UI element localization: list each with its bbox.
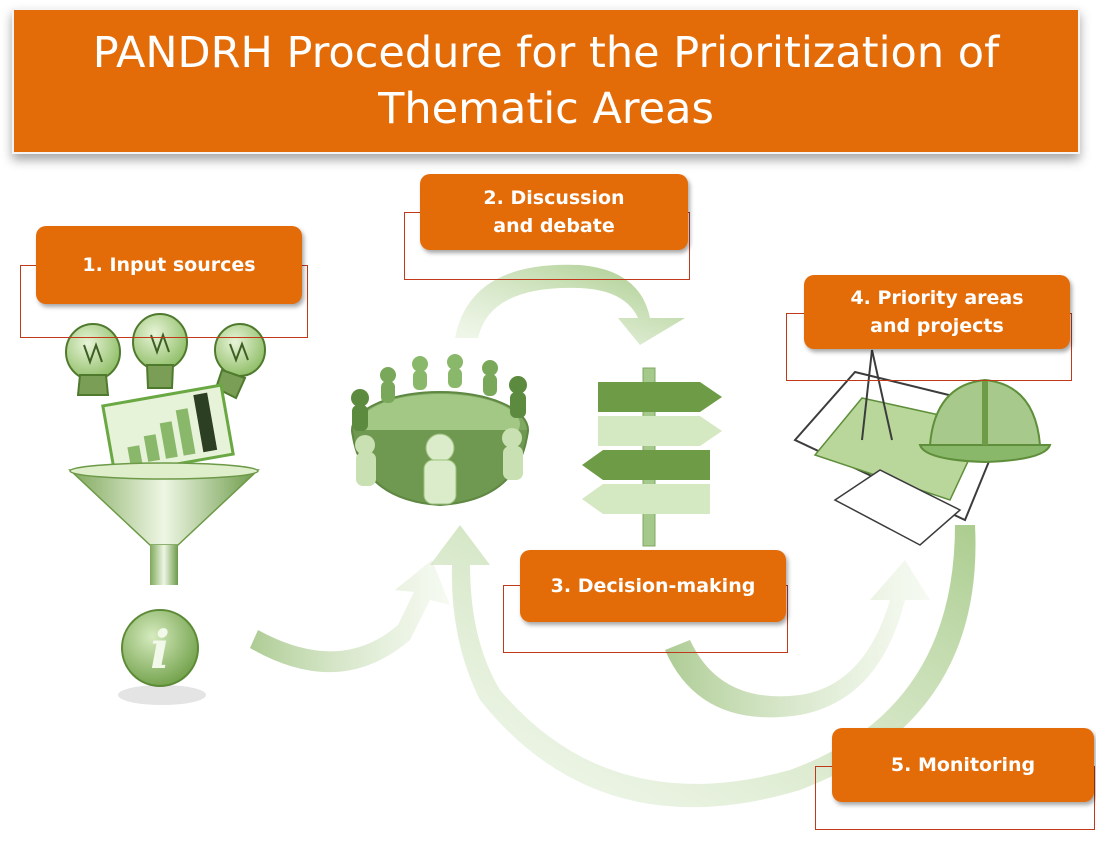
title-banner: PANDRH Procedure for the Prioritization … <box>12 8 1080 154</box>
lightbulb-icon <box>65 323 121 396</box>
step-5-label: 5. Monitoring <box>832 728 1094 802</box>
flow-arrow-input-to-discussion <box>250 560 450 673</box>
meeting-table-icon <box>351 354 529 507</box>
svg-text:i: i <box>150 620 170 681</box>
step-1-label: 1. Input sources <box>36 226 302 304</box>
title-line-2: Thematic Areas <box>378 84 714 134</box>
funnel-icon <box>68 462 260 585</box>
title-line-1: PANDRH Procedure for the Prioritization … <box>92 28 1000 78</box>
flow-arrow-discussion-to-decision <box>455 264 685 345</box>
step-2-label: 2. Discussion and debate <box>420 174 688 250</box>
step-4-label: 4. Priority areas and projects <box>804 275 1070 349</box>
info-icon: i <box>118 609 206 705</box>
step-3-label: 3. Decision-making <box>520 550 786 622</box>
bar-chart-icon <box>101 383 235 477</box>
lightbulb-icon <box>132 313 188 389</box>
flow-arrow-decision-to-priority <box>665 560 930 718</box>
signpost-icon <box>582 367 722 547</box>
